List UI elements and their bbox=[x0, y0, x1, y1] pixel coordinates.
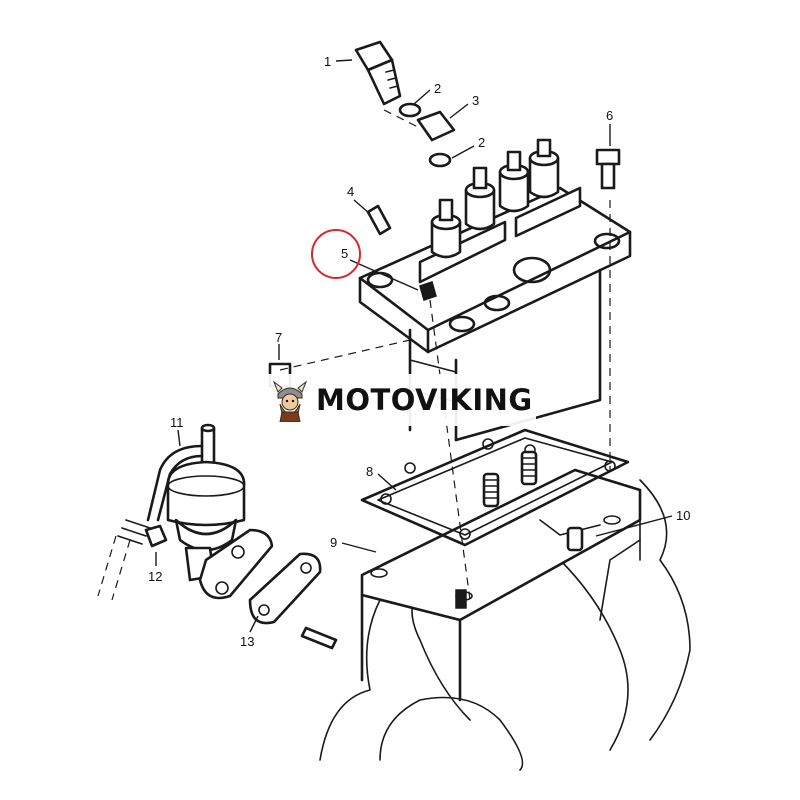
alignment-lines bbox=[279, 109, 611, 601]
delivery-valves bbox=[430, 138, 560, 259]
callout-10: 10 bbox=[676, 508, 690, 523]
callout-3: 3 bbox=[472, 93, 479, 108]
callout-2-lower: 2 bbox=[478, 135, 485, 150]
gasket bbox=[360, 428, 630, 547]
callout-8: 8 bbox=[366, 464, 373, 479]
callout-13: 13 bbox=[240, 634, 254, 649]
callout-4: 4 bbox=[347, 184, 354, 199]
callout-1: 1 bbox=[324, 54, 331, 69]
base-plate bbox=[360, 468, 642, 702]
leader-lines bbox=[155, 59, 673, 633]
fitting-4 bbox=[366, 204, 437, 301]
viking-mascot-icon bbox=[272, 380, 308, 422]
callout-9: 9 bbox=[330, 535, 337, 550]
callout-11: 11 bbox=[170, 415, 184, 430]
callout-12: 12 bbox=[148, 569, 162, 584]
callout-2-upper: 2 bbox=[434, 81, 441, 96]
brand-name: MOTOVIKING bbox=[316, 383, 533, 417]
highlight-ring bbox=[311, 229, 361, 279]
brand-watermark: MOTOVIKING bbox=[262, 374, 536, 426]
callout-7: 7 bbox=[275, 330, 282, 345]
banjo-bolt-assembly bbox=[354, 40, 456, 168]
fuel-feed-pump bbox=[97, 423, 338, 650]
bolt-6 bbox=[595, 148, 621, 190]
callout-6: 6 bbox=[606, 108, 613, 123]
callout-5: 5 bbox=[341, 246, 348, 261]
callout-labels: 1 2 3 2 4 5 6 7 8 9 10 11 12 13 bbox=[148, 54, 690, 649]
